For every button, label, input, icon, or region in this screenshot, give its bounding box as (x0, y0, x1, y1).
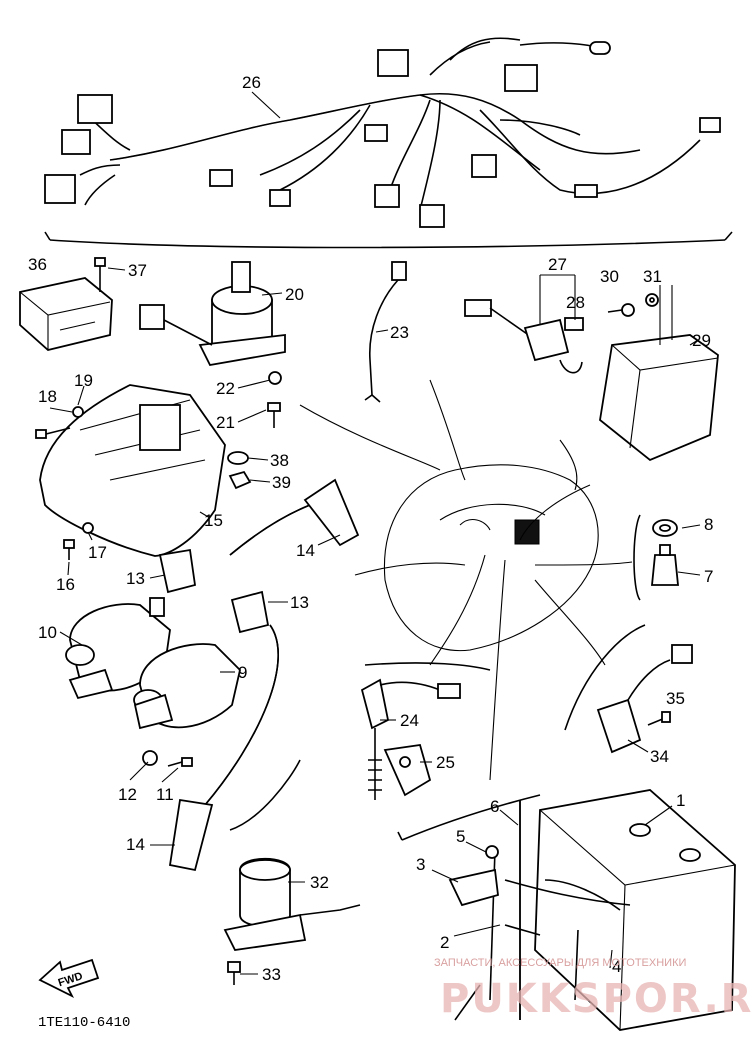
label-11: 11 (156, 785, 174, 804)
starter-relay-32 (223, 857, 361, 951)
label-22: 22 (216, 379, 235, 398)
label-32: 32 (310, 873, 329, 892)
label-37: 37 (128, 261, 147, 280)
label-3: 3 (416, 855, 425, 874)
bracket-25 (383, 743, 432, 797)
neutral-switch-7 (651, 544, 679, 586)
washer-22 (268, 371, 282, 385)
label-8: 8 (704, 515, 713, 534)
label-23: 23 (390, 323, 409, 342)
switch-34 (596, 644, 693, 754)
label-7: 7 (704, 567, 713, 586)
rectifier-regulator (19, 277, 113, 351)
label-21: 21 (216, 413, 235, 432)
grommet-38 (227, 451, 249, 465)
label-38: 38 (270, 451, 289, 470)
side-cover (39, 384, 226, 557)
label-29: 29 (692, 331, 711, 350)
label-13-right: 13 (290, 593, 309, 612)
watermark-text: ЗАПЧАСТИ, АКСЕССУАРЫ ДЛЯ МОТОТЕХНИКИ (434, 957, 686, 969)
label-5: 5 (456, 827, 465, 846)
plug-lead-14a (229, 478, 360, 556)
label-34: 34 (650, 747, 669, 766)
screw-16 (63, 539, 75, 560)
leader-lines (49, 267, 701, 975)
label-2: 2 (440, 933, 449, 952)
washer-17 (82, 522, 94, 534)
label-27: 27 (548, 255, 567, 274)
bolt-18 (35, 427, 71, 439)
label-14-lower: 14 (126, 835, 145, 854)
sender-24 (360, 678, 461, 800)
bracket-32 (229, 759, 301, 831)
label-36: 36 (28, 255, 47, 274)
label-39: 39 (272, 473, 291, 492)
ignition-coil-9 (133, 643, 241, 730)
cap-13a (158, 548, 197, 594)
label-14-upper: 14 (296, 541, 315, 560)
label-6: 6 (490, 797, 499, 816)
bolt-37 (94, 257, 106, 292)
label-12: 12 (118, 785, 137, 804)
diagram-code: 1TE110-6410 (38, 1015, 130, 1031)
bracket-right (633, 514, 641, 601)
battery-bracket (397, 794, 541, 841)
label-1: 1 (676, 791, 685, 810)
label-17: 17 (88, 543, 107, 562)
bolt-11 (167, 757, 193, 767)
label-35: 35 (666, 689, 685, 708)
label-13-left: 13 (126, 569, 145, 588)
watermark-logo: PUKKSPOR.RU (440, 976, 756, 1022)
fwd-arrow-icon: FWD (38, 958, 100, 999)
washer-12 (142, 750, 158, 766)
screw-35 (647, 711, 671, 726)
gasket-8 (652, 519, 678, 537)
label-31: 31 (643, 267, 662, 286)
washer-19 (72, 406, 84, 418)
label-10: 10 (38, 623, 57, 642)
screw-30 (607, 303, 635, 317)
bracket-mid (364, 662, 491, 671)
label-16: 16 (56, 575, 75, 594)
bracket-34 (564, 624, 646, 731)
bolt-21 (267, 402, 281, 428)
fuse-holder (464, 274, 584, 374)
frame-outline (299, 379, 633, 781)
label-19: 19 (74, 371, 93, 390)
label-15: 15 (204, 511, 223, 530)
label-28: 28 (566, 293, 585, 312)
label-33: 33 (262, 965, 281, 984)
label-18: 18 (38, 387, 57, 406)
washer-31 (645, 293, 659, 307)
bolt-33 (227, 961, 241, 985)
label-4: 4 (612, 957, 621, 976)
wire-harness (44, 37, 733, 249)
label-20: 20 (285, 285, 304, 304)
label-24: 24 (400, 711, 419, 730)
plug-lead-14b (168, 624, 279, 872)
battery-cables (448, 800, 631, 1021)
cap-13b (230, 590, 270, 634)
sensor-lead-23 (364, 261, 407, 403)
label-30: 30 (600, 267, 619, 286)
cdi-unit (599, 285, 719, 462)
label-26: 26 (242, 73, 261, 92)
battery (534, 789, 736, 1031)
nut-39 (228, 470, 252, 490)
main-switch (139, 261, 286, 367)
label-25: 25 (436, 753, 455, 772)
label-9: 9 (238, 663, 247, 682)
